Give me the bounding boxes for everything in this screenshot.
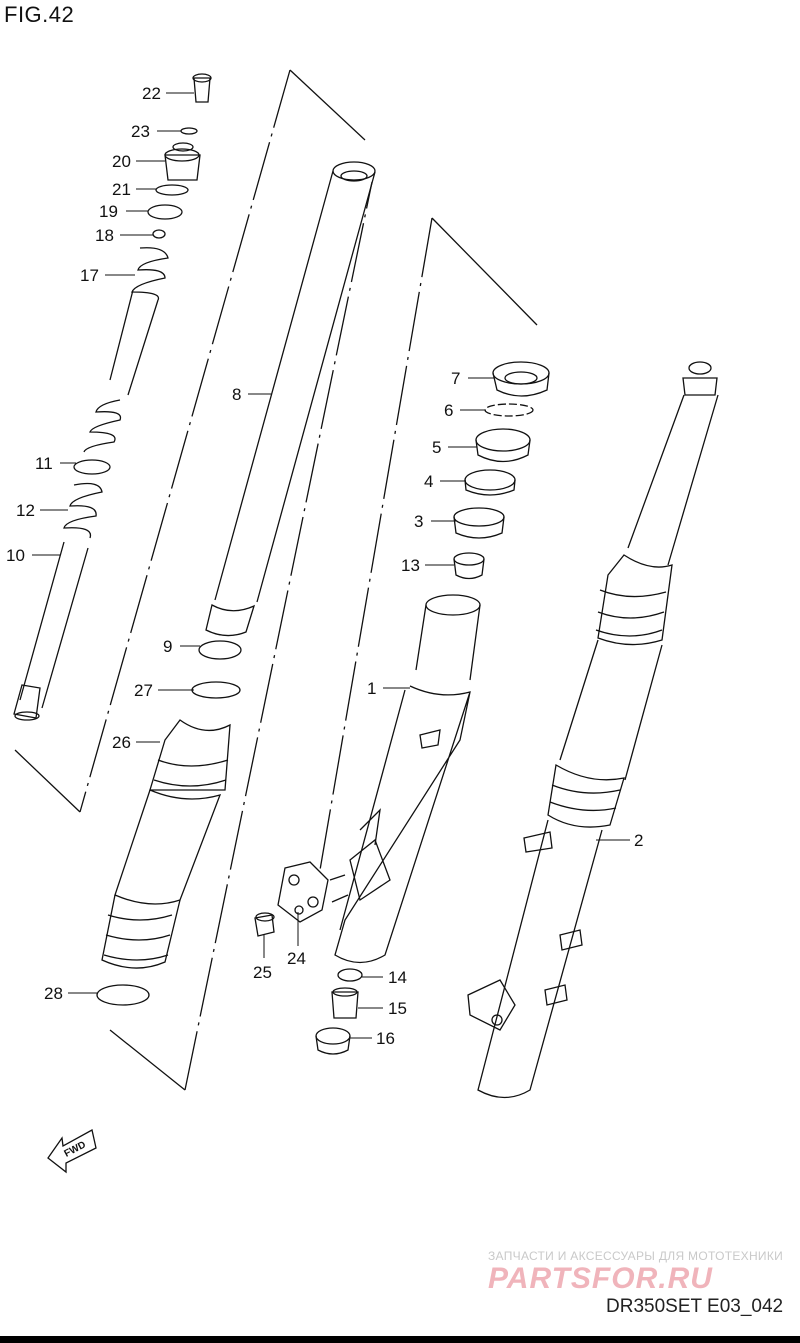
callout-18: 18 xyxy=(95,226,114,245)
callout-24: 24 xyxy=(287,949,306,968)
callout-9: 9 xyxy=(163,637,172,656)
group-line-inner-tube xyxy=(14,749,81,813)
callout-14: 14 xyxy=(388,968,407,987)
diagram-code: DR350SET E03_042 xyxy=(606,1296,784,1317)
callout-10: 10 xyxy=(6,546,25,565)
group-line-outer-left xyxy=(109,1029,186,1091)
callout-17: 17 xyxy=(80,266,99,285)
callout-numbers: 22 23 20 21 19 18 17 11 12 10 8 9 27 26 … xyxy=(6,84,643,1160)
figure-title: FIG.42 xyxy=(4,2,75,27)
callout-27: 27 xyxy=(134,681,153,700)
callout-1: 1 xyxy=(367,679,376,698)
assembled-fork xyxy=(467,361,719,1099)
callout-13: 13 xyxy=(401,556,420,575)
seal-stack xyxy=(453,361,550,580)
bottom-border xyxy=(0,1336,800,1343)
callout-16: 16 xyxy=(376,1029,395,1048)
axle-holder xyxy=(254,861,329,937)
callout-26: 26 xyxy=(112,733,131,752)
watermark-logo: PARTSFOR.RU xyxy=(488,1262,713,1295)
callout-20: 20 xyxy=(112,152,131,171)
callout-21: 21 xyxy=(112,180,131,199)
callout-5: 5 xyxy=(432,438,441,457)
callout-4: 4 xyxy=(424,472,433,491)
callout-2: 2 xyxy=(634,831,643,850)
callout-22: 22 xyxy=(142,84,161,103)
damper-rod-assembly xyxy=(13,73,212,721)
watermark-tagline: ЗАПЧАСТИ И АКСЕССУАРЫ ДЛЯ МОТОТЕХНИКИ xyxy=(488,1249,784,1263)
callout-7: 7 xyxy=(451,369,460,388)
drain-bolt-set xyxy=(315,968,363,1055)
callout-23: 23 xyxy=(131,122,150,141)
group-line-inner-tube-top xyxy=(289,69,366,141)
callout-6: 6 xyxy=(444,401,453,420)
inner-tube xyxy=(96,161,376,1006)
outer-tube xyxy=(329,594,481,964)
callout-11: 11 xyxy=(35,454,53,473)
callout-15: 15 xyxy=(388,999,407,1018)
leader-lines xyxy=(32,92,630,1039)
callout-12: 12 xyxy=(16,501,35,520)
callout-19: 19 xyxy=(99,202,118,221)
callout-28: 28 xyxy=(44,984,63,1003)
callout-25: 25 xyxy=(253,963,272,982)
fwd-arrow xyxy=(47,1129,97,1174)
callout-8: 8 xyxy=(232,385,241,404)
callout-3: 3 xyxy=(414,512,423,531)
